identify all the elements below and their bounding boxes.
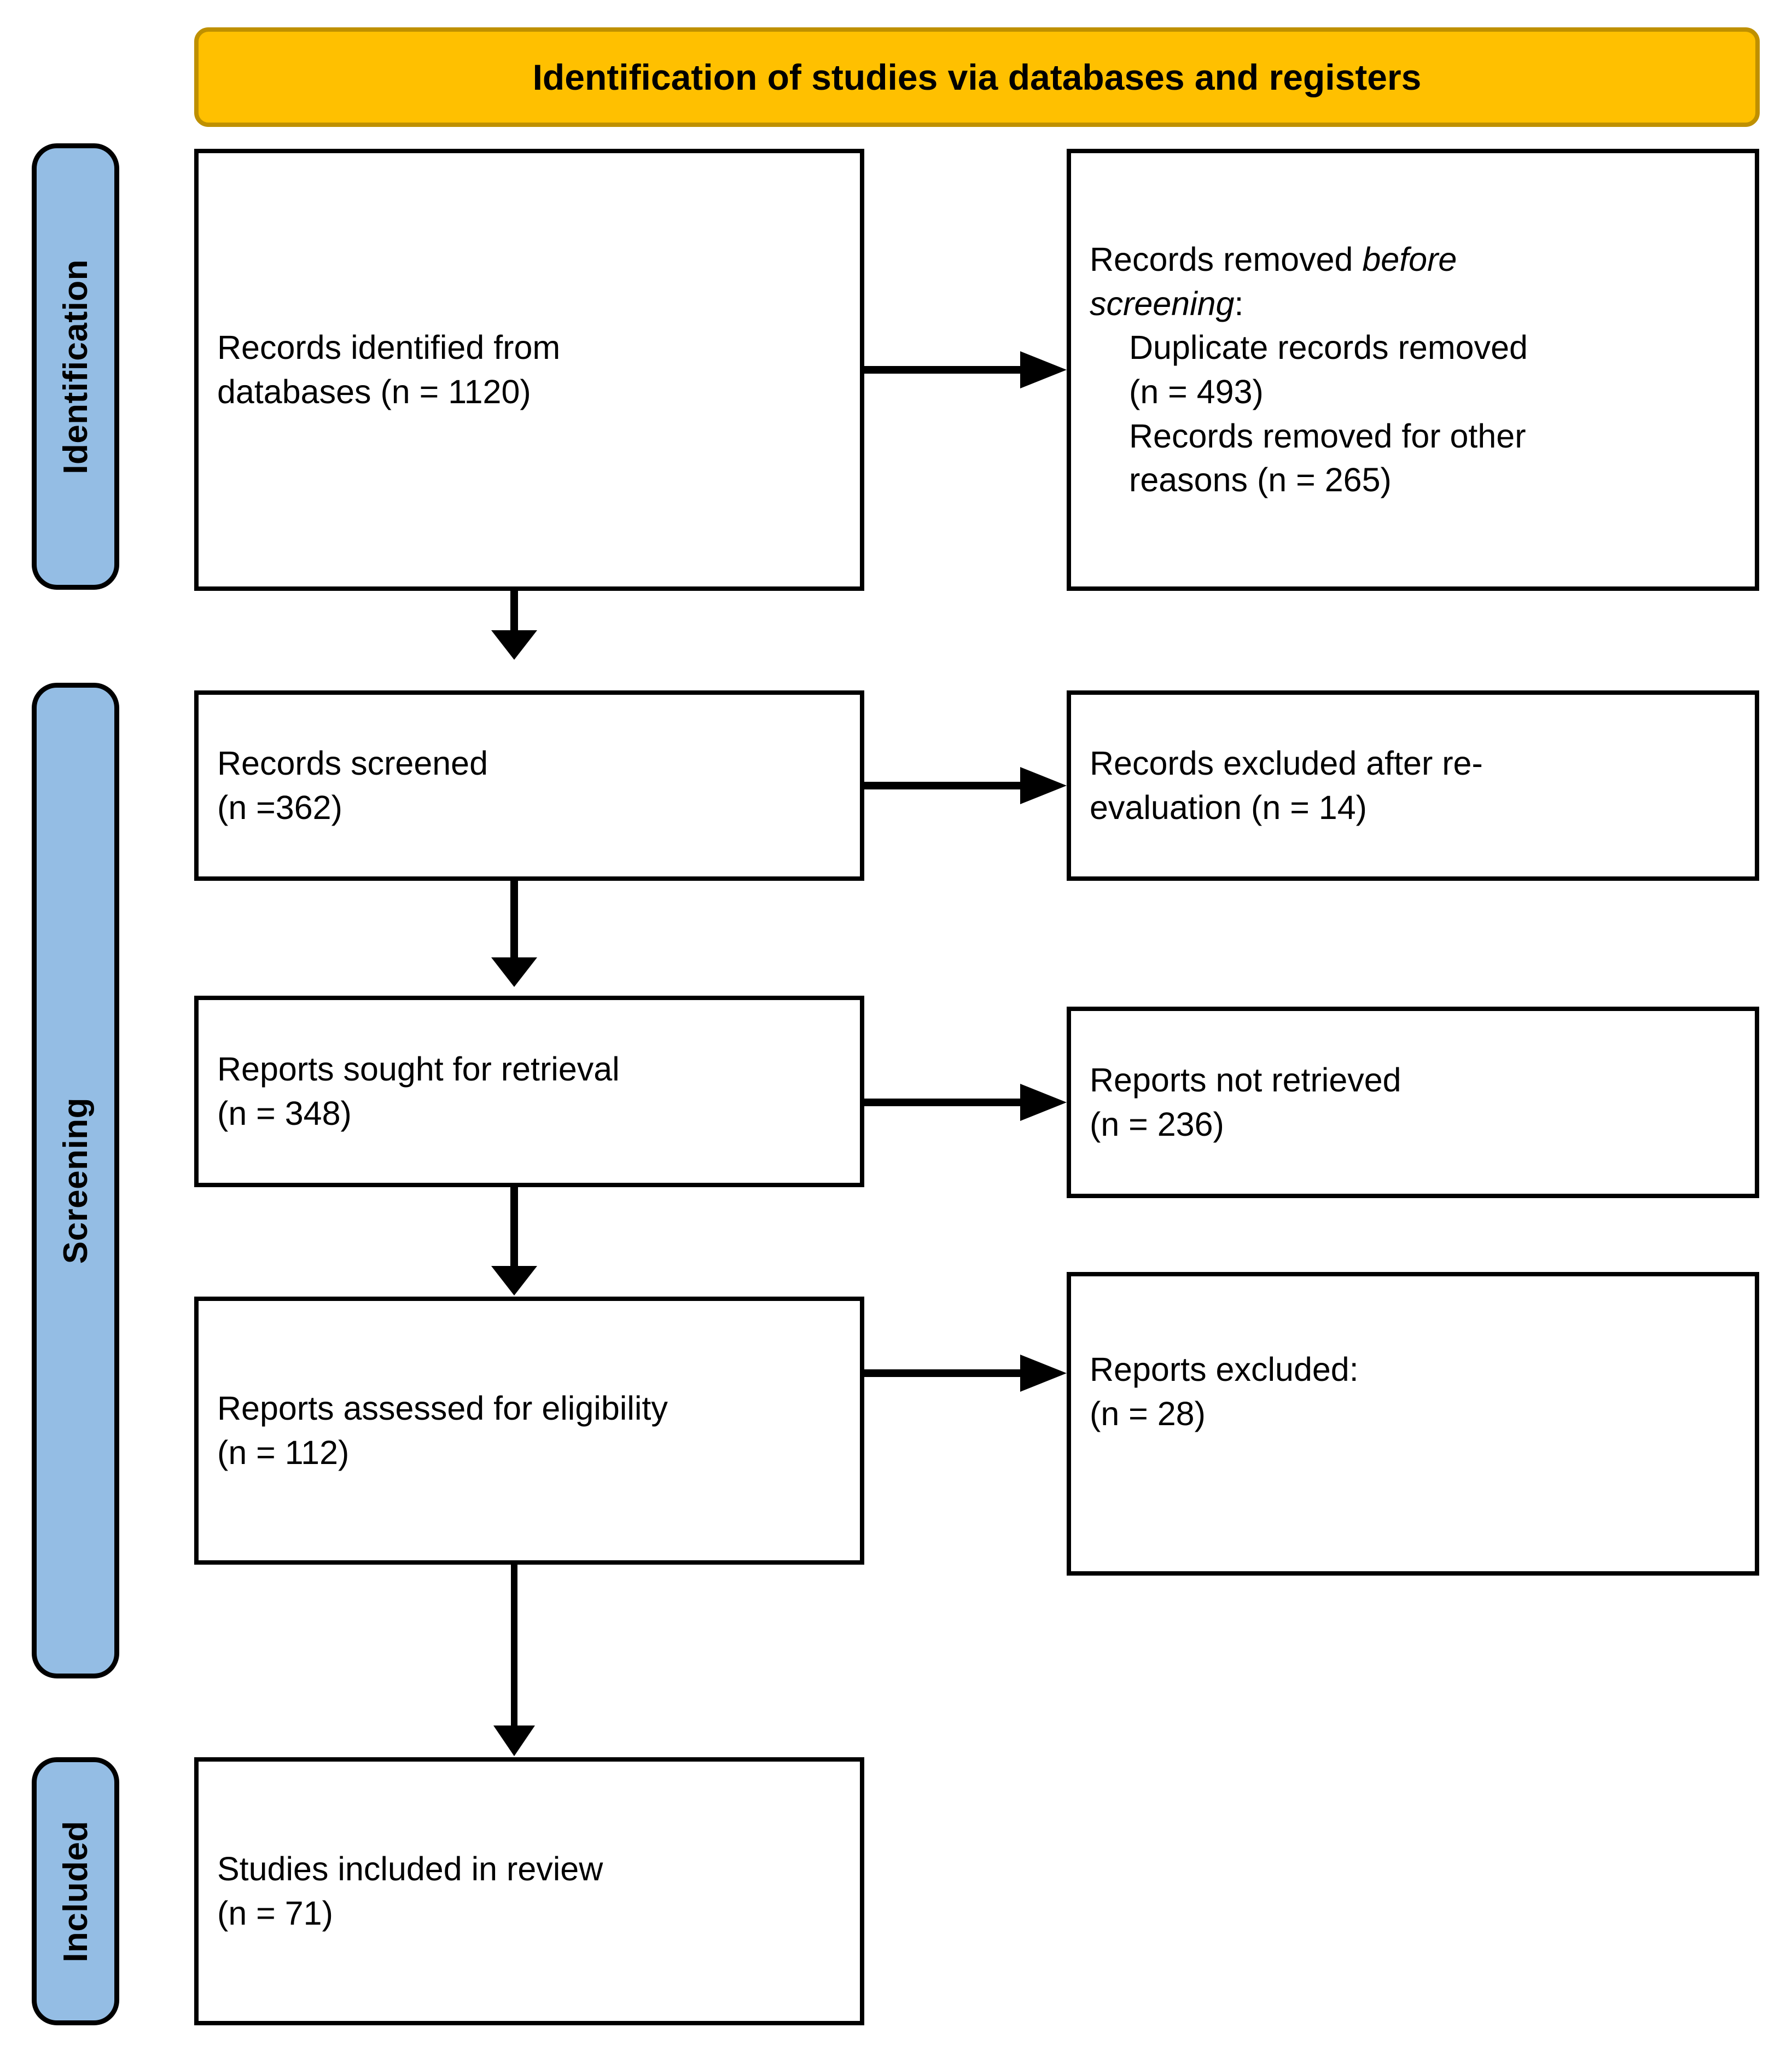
box-reports-excluded-text: Reports excluded: (n = 28) [1071,1276,1755,1436]
arrow-identified-to-screened [481,591,547,661]
reports-excluded-line1: Reports excluded: [1090,1351,1359,1388]
box-reports-not-retrieved-text: Reports not retrieved (n = 236) [1071,1058,1755,1146]
box-records-screened: Records screened (n =362) [194,690,864,881]
phase-label-identification-text: Identification [56,259,95,474]
phase-label-identification: Identification [32,143,119,590]
records-screened-line1: Records screened [217,745,488,782]
records-identified-line2: databases (n = 1120) [217,373,531,410]
reports-excluded-line2: (n = 28) [1090,1395,1206,1432]
records-removed-line1-italic: before [1362,241,1457,278]
diagram-title: Identification of studies via databases … [532,57,1422,97]
records-removed-other: Records removed for other [1129,417,1526,455]
box-studies-included-text: Studies included in review (n = 71) [199,1847,860,1935]
reports-not-retrieved-line1: Reports not retrieved [1090,1061,1401,1099]
phase-label-screening: Screening [32,683,119,1678]
box-records-identified-text: Records identified from databases (n = 1… [199,326,860,414]
diagram-title-banner: Identification of studies via databases … [194,27,1760,127]
arrow-screened-to-sought [481,881,547,988]
records-removed-line1-prefix: Records removed [1090,241,1363,278]
arrow-assessed-to-included [481,1565,547,1757]
phase-label-included: Included [32,1757,119,2025]
phase-label-screening-text: Screening [56,1097,95,1264]
reports-not-retrieved-line2: (n = 236) [1090,1106,1224,1143]
box-records-excluded-text: Records excluded after re- evaluation (n… [1071,741,1755,829]
records-excluded-line1: Records excluded after re- [1090,745,1483,782]
box-reports-assessed-text: Reports assessed for eligibility (n = 11… [199,1386,860,1474]
studies-included-line2: (n = 71) [217,1895,333,1932]
arrow-sought-to-assessed [481,1187,547,1297]
box-reports-sought-text: Reports sought for retrieval (n = 348) [199,1047,860,1135]
records-removed-other-count: reasons (n = 265) [1129,461,1392,499]
records-excluded-line2: evaluation (n = 14) [1090,789,1367,826]
records-identified-line1: Records identified from [217,329,561,367]
records-removed-line2-suffix: : [1234,284,1244,322]
arrow-sought-to-not-retrieved [864,1080,1068,1124]
box-reports-not-retrieved: Reports not retrieved (n = 236) [1067,1007,1759,1198]
box-reports-assessed: Reports assessed for eligibility (n = 11… [194,1297,864,1565]
phase-label-included-text: Included [56,1820,95,1962]
arrow-assessed-to-excluded [864,1351,1068,1395]
arrow-screened-to-excluded [864,764,1068,807]
box-studies-included: Studies included in review (n = 71) [194,1757,864,2025]
reports-sought-line1: Reports sought for retrieval [217,1050,620,1088]
studies-included-line1: Studies included in review [217,1850,603,1888]
box-records-removed: Records removed before screening: Duplic… [1067,149,1759,591]
reports-assessed-line1: Reports assessed for eligibility [217,1390,668,1427]
box-reports-sought: Reports sought for retrieval (n = 348) [194,996,864,1187]
reports-sought-line2: (n = 348) [217,1095,352,1132]
records-removed-duplicates-count: (n = 493) [1129,373,1264,410]
records-removed-duplicates: Duplicate records removed [1129,329,1528,367]
box-reports-excluded: Reports excluded: (n = 28) [1067,1272,1759,1576]
arrow-identified-to-removed [864,348,1068,392]
records-removed-line2-italic: screening [1090,284,1235,322]
box-records-screened-text: Records screened (n =362) [199,741,860,829]
box-records-removed-text: Records removed before screening: Duplic… [1071,237,1755,502]
records-screened-line2: (n =362) [217,789,342,826]
reports-assessed-line2: (n = 112) [217,1434,350,1471]
box-records-identified: Records identified from databases (n = 1… [194,149,864,591]
box-records-excluded: Records excluded after re- evaluation (n… [1067,690,1759,881]
